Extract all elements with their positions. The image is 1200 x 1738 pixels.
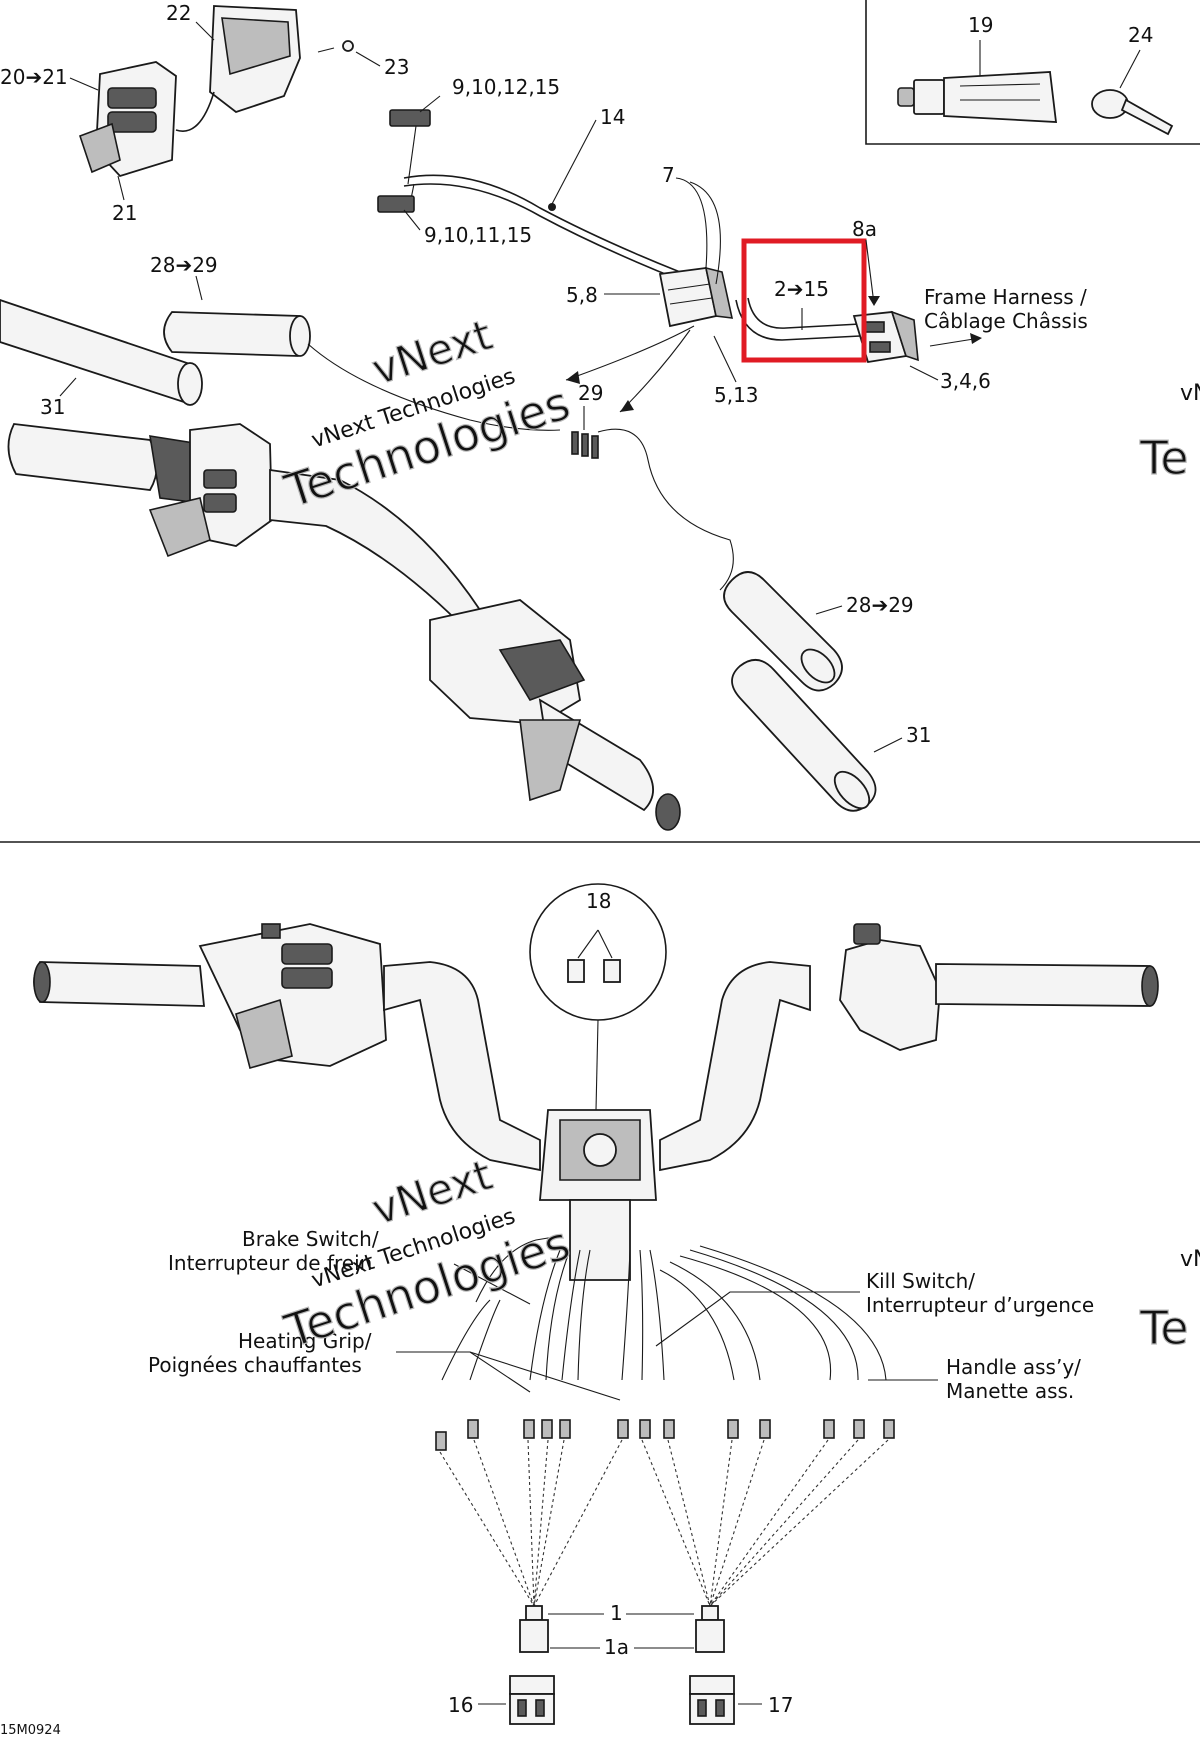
grip-31-top[interactable] [0,299,203,406]
callout-29: 29 [578,381,603,405]
frame-harness-label-fr: Câblage Châssis [924,309,1088,333]
heating-grip-label-en: Heating Grip/ [238,1329,372,1353]
tube-19[interactable]: 19 [897,13,1058,123]
connector-1-left[interactable] [519,1605,549,1653]
grip-heated-top[interactable] [163,311,561,431]
callout-21: 21 [112,201,137,225]
callout-22: 22 [166,1,191,25]
heating-grip-label-fr: Poignées chauffantes [148,1353,362,1377]
watermark-edge-3: vN [1180,1247,1200,1272]
pin-connectors [435,1419,895,1451]
kill-switch-label-fr: Interrupteur d’urgence [866,1293,1094,1317]
inset-box: 19 24 [865,0,1200,145]
drawing-code: 15M0924 [0,1723,61,1738]
callout-28-29-top: 28➔29 [150,253,218,277]
callout-2-15: 2➔15 [774,277,829,301]
handle-assy-label-fr: Manette ass. [946,1379,1074,1403]
connector-17[interactable] [689,1675,735,1725]
callout-14: 14 [600,105,625,129]
callout-23: 23 [384,55,409,79]
frame-harness-label-en: Frame Harness / [924,285,1087,309]
callout-17: 17 [768,1693,793,1717]
watermark-edge-1: vN [1180,381,1200,406]
handlebar-bottom[interactable] [33,923,1159,1281]
watermark-edge-2: Te [1139,431,1189,485]
grip-heated-bottom[interactable] [723,571,843,692]
switch-housing-top-left[interactable] [78,5,354,178]
harness-14[interactable] [377,109,707,291]
callout-9-10-11-15: 9,10,11,15 [424,223,532,247]
callout-31-top: 31 [40,395,65,419]
detail-circle-18 [529,883,667,1111]
highlight-box [741,238,867,363]
callout-7: 7 [662,163,675,187]
callout-5-13: 5,13 [714,383,759,407]
callout-19: 19 [968,13,993,37]
brake-switch-label-fr: Interrupteur de frein [168,1251,372,1275]
kill-switch-label-en: Kill Switch/ [866,1269,975,1293]
grip-31-bottom[interactable] [731,659,877,815]
connector-1-right[interactable] [695,1605,725,1653]
callout-1a: 1a [604,1635,629,1659]
callout-3-4-6: 3,4,6 [940,369,991,393]
callout-5-8: 5,8 [566,283,598,307]
harness-2-15[interactable] [735,297,919,364]
callout-18: 18 [586,889,611,913]
callout-28-29-bottom: 28➔29 [846,593,914,617]
callout-8a: 8a [852,217,877,241]
watermark-edge-4: Te [1139,1301,1189,1355]
handlebar-assembly-top[interactable] [7,423,681,831]
brake-switch-label-en: Brake Switch/ [242,1227,379,1251]
callout-20-21: 20➔21 [0,65,68,89]
callout-24: 24 [1128,23,1153,47]
callout-9-10-12-15: 9,10,12,15 [452,75,560,99]
callout-16: 16 [448,1693,473,1717]
cable-tie-24[interactable]: 24 [1091,23,1174,136]
wire-harness-bundle[interactable] [435,1235,895,1607]
connector-16[interactable] [509,1675,555,1725]
callout-31-bottom: 31 [906,723,931,747]
handle-assy-label-en: Handle ass’y/ [946,1355,1081,1379]
pins-29[interactable] [571,428,734,591]
callout-1: 1 [610,1601,623,1625]
connector-block-5-8[interactable] [658,266,734,328]
